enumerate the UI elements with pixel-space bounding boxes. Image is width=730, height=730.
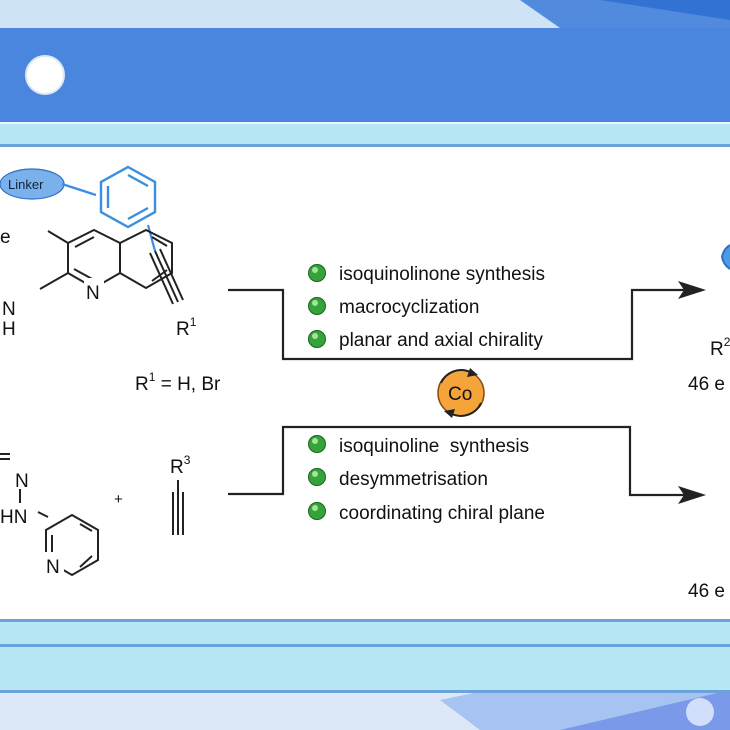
blue-benzene-ring bbox=[99, 165, 157, 229]
lower-strip-1 bbox=[0, 622, 730, 644]
alkyne-linker-bond bbox=[146, 224, 157, 252]
upper-separator bbox=[0, 144, 730, 147]
lower-feature-item: desymmetrisation bbox=[308, 468, 488, 490]
lower-separator bbox=[0, 619, 730, 622]
svg-text:planar and axial chirality: planar and axial chirality bbox=[339, 330, 543, 351]
upper-alkyne-r: R1 bbox=[176, 315, 197, 340]
catalyst-label: Co bbox=[448, 384, 472, 405]
pyridine-n: N bbox=[46, 557, 60, 578]
hydrazone-hn: HN bbox=[0, 507, 27, 528]
quinoline bbox=[39, 228, 173, 290]
upper-feature-item: isoquinolinone synthesis bbox=[308, 264, 545, 285]
plus-sign: + bbox=[114, 491, 123, 508]
hydrazone-bonds bbox=[0, 453, 49, 518]
svg-text:isoquinolinone synthesis: isoquinolinone synthesis bbox=[339, 264, 545, 285]
lower-alkyne-r: R3 bbox=[170, 453, 191, 478]
partial-h: H bbox=[2, 319, 16, 340]
lower-feature-item: isoquinoline synthesis bbox=[308, 435, 529, 457]
cobalt-catalyst: Co bbox=[437, 368, 485, 418]
upper-feature-item: macrocyclization bbox=[308, 297, 479, 318]
upper-partial-r2: R2 bbox=[710, 335, 730, 360]
lower-strip-2 bbox=[0, 647, 730, 690]
svg-text:isoquinoline synthesis: isoquinoline synthesis bbox=[339, 436, 529, 457]
linker-bond bbox=[61, 182, 97, 197]
quinoline-n: N bbox=[86, 283, 100, 304]
quinoline-n-bg bbox=[84, 278, 104, 300]
lower-yield-text: 46 e bbox=[688, 581, 725, 602]
r1-definition: R1 = H, Br bbox=[135, 370, 221, 395]
reaction-scheme: Linker R1 N e N H R1 = H, Br bbox=[0, 165, 730, 602]
svg-text:macrocyclization: macrocyclization bbox=[339, 297, 479, 318]
partial-n: N bbox=[2, 299, 16, 320]
upper-feature-list: isoquinolinone synthesis macrocyclizatio… bbox=[308, 264, 545, 351]
upper-yield-text: 46 e bbox=[688, 374, 725, 395]
linker-label: Linker bbox=[8, 177, 44, 192]
upper-feature-item: planar and axial chirality bbox=[308, 330, 543, 351]
upper-strip bbox=[0, 124, 730, 144]
partial-e: e bbox=[0, 227, 11, 248]
pyridine-ring bbox=[45, 513, 99, 577]
lower-separator-2 bbox=[0, 644, 730, 647]
header-bar bbox=[0, 28, 730, 122]
pyridine-n-bg bbox=[44, 552, 64, 574]
lower-feature-list: isoquinoline synthesis desymmetrisation … bbox=[308, 435, 545, 524]
lower-arrowhead bbox=[678, 486, 706, 504]
upper-pathway-lines bbox=[228, 288, 690, 361]
window-dot-icon[interactable] bbox=[25, 55, 65, 95]
upper-arrowhead bbox=[678, 281, 706, 299]
lower-feature-item: coordinating chiral plane bbox=[308, 502, 545, 524]
header-divider bbox=[0, 122, 730, 124]
hydrazone-n: N bbox=[15, 471, 29, 492]
svg-text:desymmetrisation: desymmetrisation bbox=[339, 469, 488, 490]
upper-product-partial-ring bbox=[720, 244, 730, 270]
svg-text:coordinating chiral plane: coordinating chiral plane bbox=[339, 503, 545, 524]
lower-separator-3 bbox=[0, 690, 730, 693]
scheme-panel bbox=[0, 147, 730, 619]
lower-alkyne bbox=[172, 480, 184, 535]
lower-pathway-lines bbox=[228, 425, 690, 497]
